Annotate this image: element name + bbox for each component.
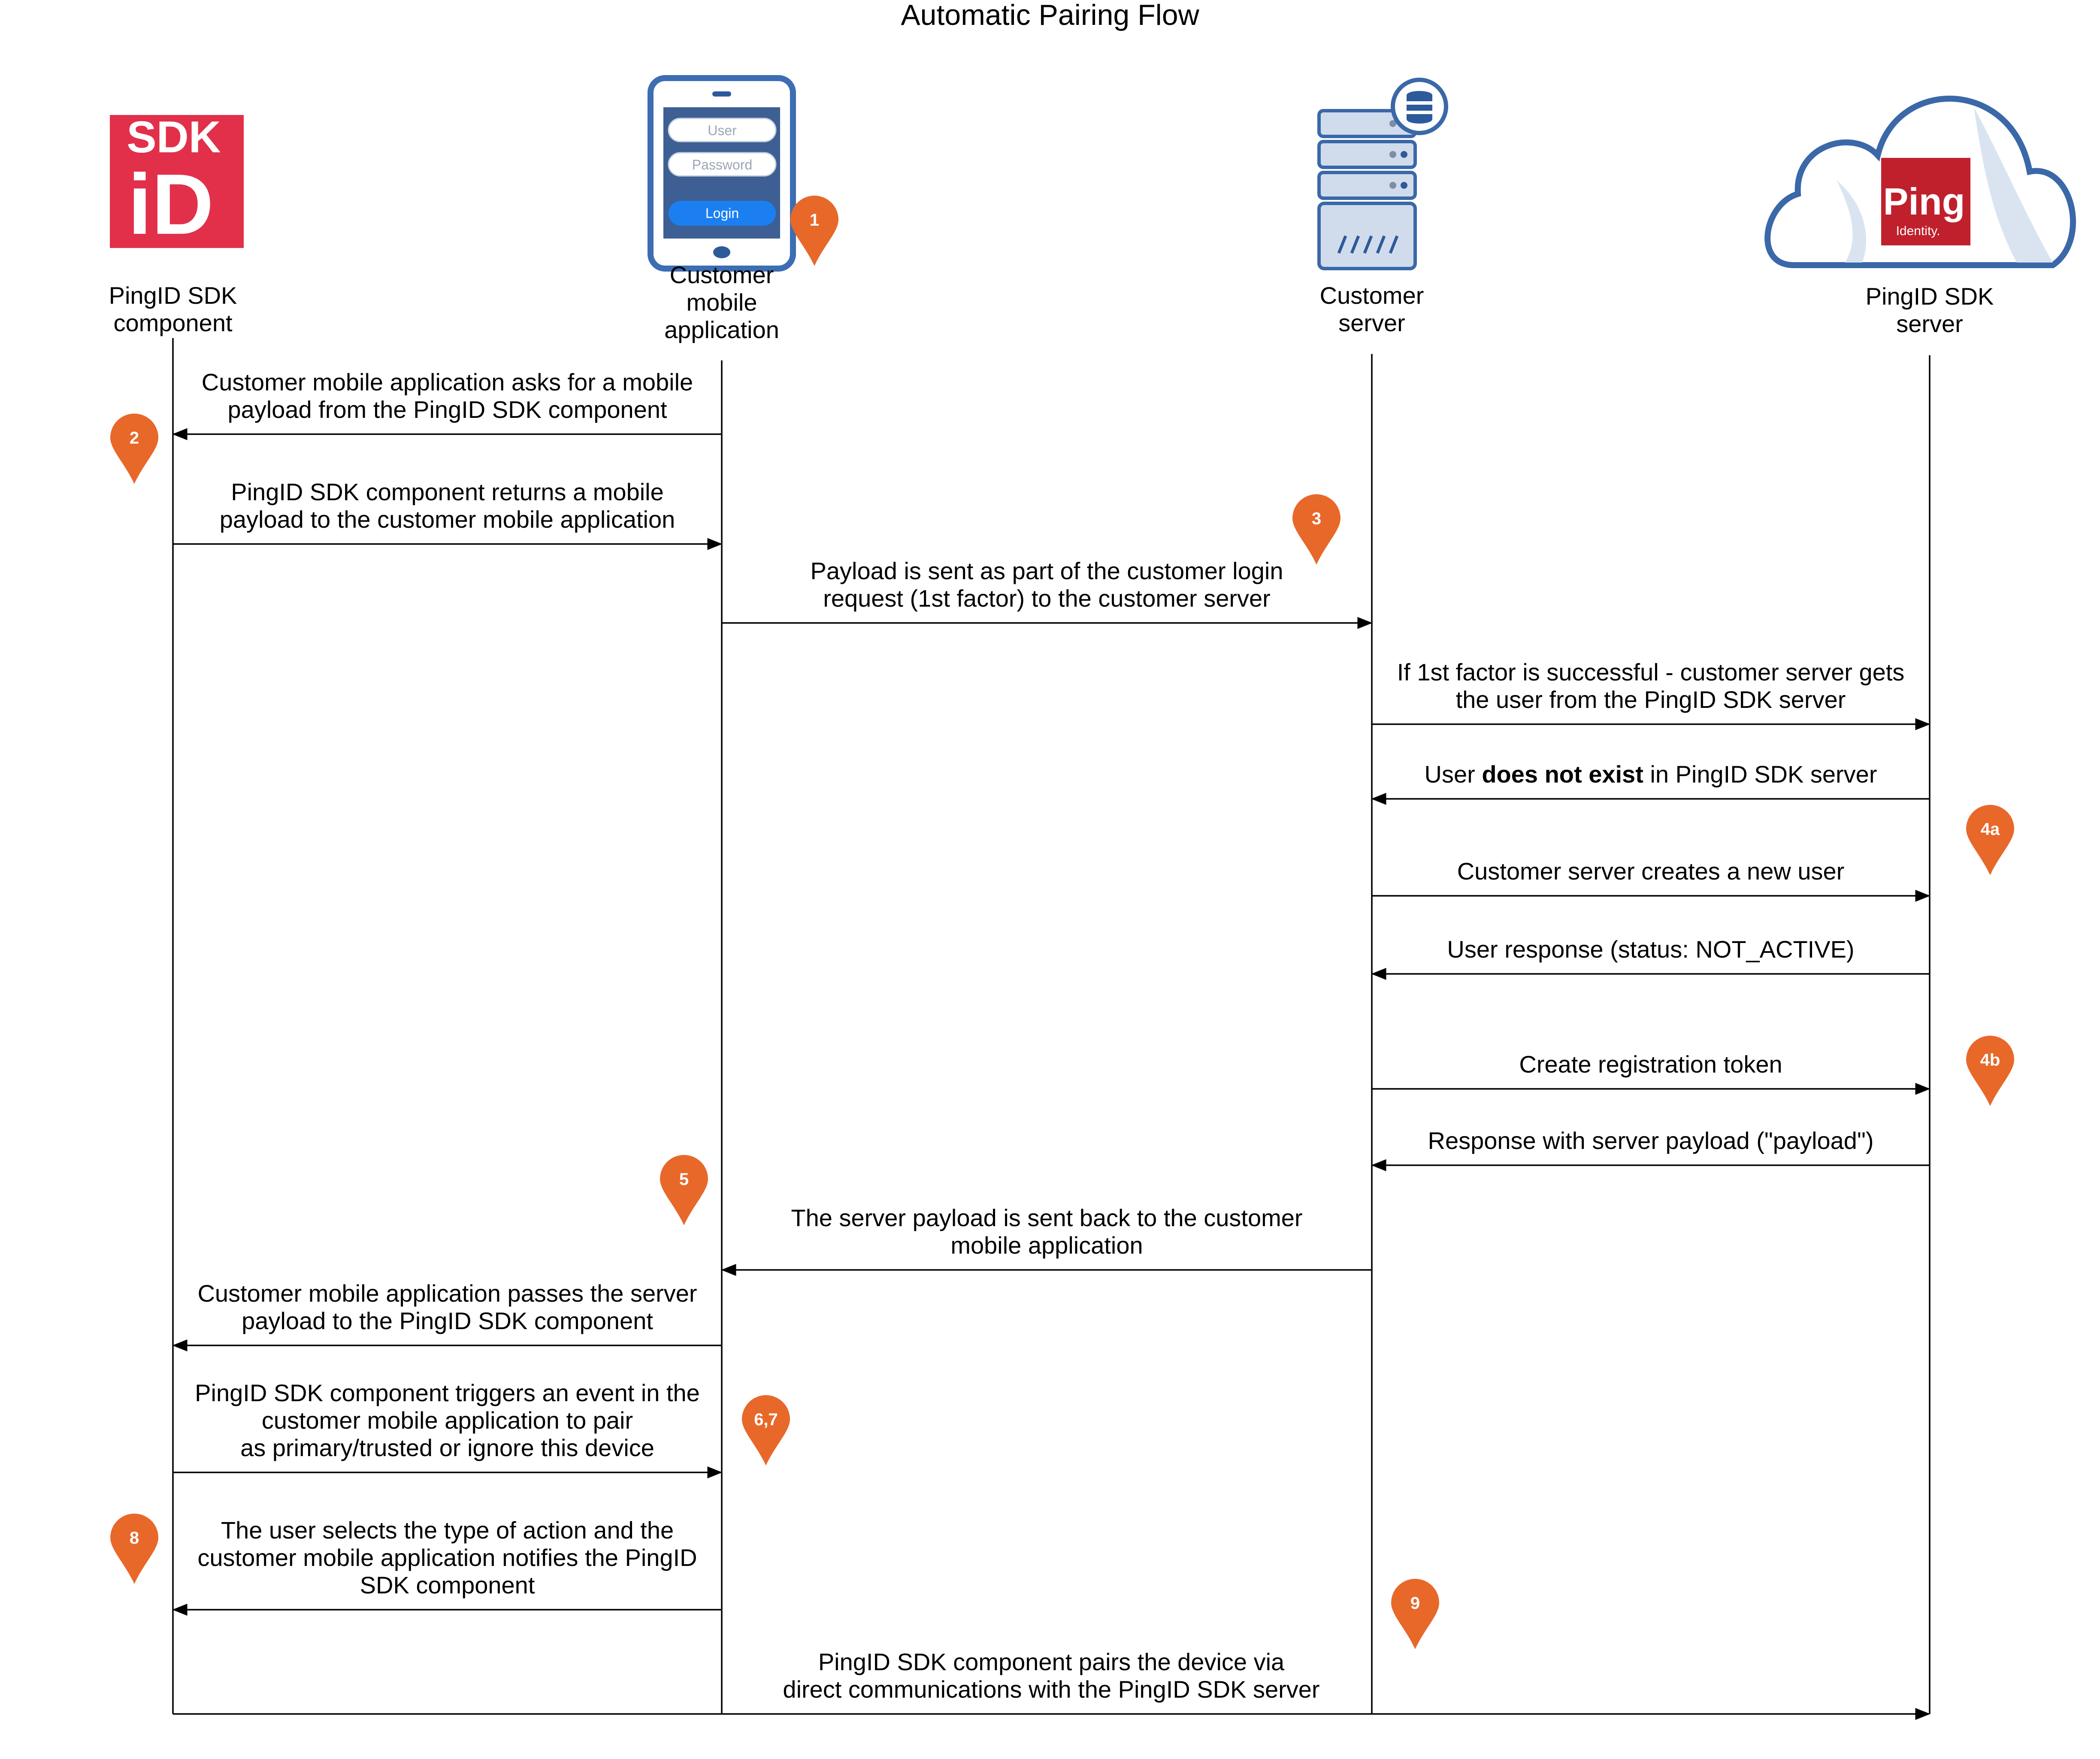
phone-login-label: Login [705,206,739,221]
message-label: SDK component [360,1572,535,1599]
message: PingID SDK component triggers an event i… [173,1379,723,1478]
step-marker-label: 6,7 [754,1410,778,1429]
phone-login-button [669,201,776,226]
message-label: request (1st factor) to the customer ser… [823,585,1271,612]
phone-user-placeholder: User [708,123,737,138]
message-label: the user from the PingID SDK server [1456,686,1846,713]
step-marker-label: 1 [810,211,819,230]
ping-identity-logo-icon [1881,158,1970,245]
message: PingID SDK component returns a mobilepay… [173,478,723,550]
message: Create registration token [1372,1051,1931,1095]
step-marker-label: 5 [679,1170,689,1189]
message-label: The user selects the type of action and … [221,1517,674,1544]
step-marker-label: 2 [130,429,139,447]
actor-label: server [1338,309,1405,336]
step-marker-pin-icon: 6,7 [742,1395,790,1466]
message-label: customer mobile application to pair [262,1407,633,1434]
message-label: If 1st factor is successful - customer s… [1397,659,1905,686]
actor-label: server [1896,310,1963,337]
actor-label: Customer [670,261,774,288]
message-label: Customer mobile application asks for a m… [202,369,693,396]
message-label: Customer server creates a new user [1457,858,1845,885]
actor-label: mobile [687,289,757,316]
actor-label: PingID SDK [109,282,237,309]
ping-cloud-icon: Ping Identity. [1764,95,2076,268]
message: Customer mobile application passes the s… [172,1280,722,1351]
message-label: payload to the PingID SDK component [242,1307,653,1334]
messages: Customer mobile application asks for a m… [172,369,1931,1720]
step-marker-pin-icon: 5 [660,1155,708,1225]
step-marker-pin-icon: 4b [1966,1036,2014,1106]
actor-label: component [113,309,233,336]
message-label: PingID SDK component triggers an event i… [195,1379,700,1406]
step-marker-pin-icon: 9 [1391,1579,1439,1649]
phone-password-field [668,152,777,177]
message: User does not exist in PingID SDK server [1371,761,1930,805]
sdk-id-logo-icon: SDK iD [110,112,244,252]
message-label: mobile application [950,1232,1143,1259]
phone-password-placeholder: Password [692,157,753,172]
step-marker-pin-icon: 8 [110,1514,158,1584]
mobile-phone-icon: User Password Login [648,75,796,272]
message: PingID SDK component pairs the device vi… [173,1648,1931,1720]
message-label: payload to the customer mobile applicati… [220,506,675,533]
step-marker-label: 3 [1312,509,1321,528]
message: Customer mobile application asks for a m… [172,369,722,440]
server-rack-icon [1317,78,1448,270]
message-label: User response (status: NOT_ACTIVE) [1447,936,1854,963]
message: Payload is sent as part of the customer … [722,557,1373,629]
diagram-title: Automatic Pairing Flow [901,0,1199,31]
actors: PingID SDKcomponentCustomermobileapplica… [109,261,1994,1714]
message: The server payload is sent back to the c… [721,1204,1372,1276]
message-label: User does not exist in PingID SDK server [1425,761,1877,788]
message-label: payload from the PingID SDK component [227,396,667,423]
step-markers: 1 2 3 4a 4b 5 6,7 8 9 [110,196,2014,1649]
ping-logo-subtext: Identity. [1896,224,1940,238]
message-label: Response with server payload ("payload") [1428,1127,1874,1154]
message-label: PingID SDK component pairs the device vi… [818,1648,1285,1675]
message-label: PingID SDK component returns a mobile [231,478,664,505]
message: The user selects the type of action and … [172,1517,722,1616]
step-marker-label: 8 [130,1529,139,1547]
message-label: customer mobile application notifies the… [197,1544,697,1571]
step-marker-label: 4b [1980,1051,2000,1070]
step-marker-pin-icon: 3 [1292,494,1340,565]
actor-label: application [664,316,779,343]
actor-label: PingID SDK [1866,283,1994,310]
ping-logo-text: Ping [1883,180,1965,223]
step-marker-label: 9 [1410,1594,1420,1613]
phone-user-field [668,118,777,142]
step-marker-label: 4a [1981,820,2000,839]
sdk-logo-bottom-text: iD [128,157,214,252]
message-label: as primary/trusted or ignore this device [240,1434,654,1461]
actor-label: Customer [1320,282,1424,309]
message-label: direct communications with the PingID SD… [783,1676,1319,1703]
message-label: Customer mobile application passes the s… [197,1280,697,1307]
message: User response (status: NOT_ACTIVE) [1371,936,1930,980]
message-label: Create registration token [1519,1051,1782,1078]
message: Response with server payload ("payload") [1371,1127,1930,1171]
message: If 1st factor is successful - customer s… [1372,659,1931,730]
step-marker-pin-icon: 4a [1966,805,2014,875]
step-marker-pin-icon: 2 [110,414,158,484]
message-label: The server payload is sent back to the c… [791,1204,1302,1231]
step-marker-pin-icon: 1 [790,196,838,266]
message: Customer server creates a new user [1372,858,1931,902]
sdk-logo-top-text: SDK [127,112,221,162]
message-label: Payload is sent as part of the customer … [811,557,1283,584]
